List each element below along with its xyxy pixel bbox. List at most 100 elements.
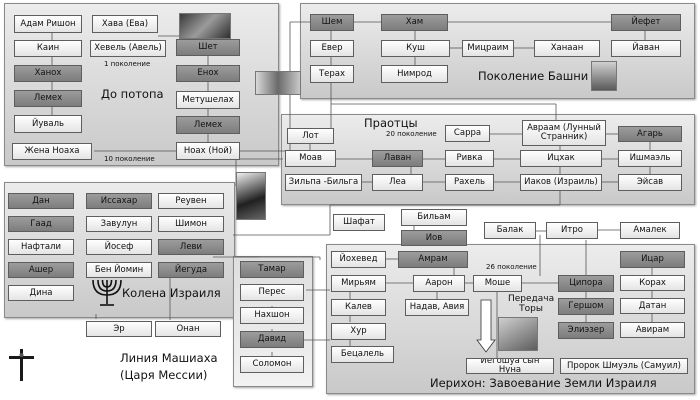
node-itro: Итро bbox=[546, 222, 598, 239]
node-ishmael: Ишмаэль bbox=[618, 150, 682, 167]
menorah-icon bbox=[92, 279, 122, 306]
node-yohoved: Йохевед bbox=[331, 251, 386, 268]
node-balak: Балак bbox=[484, 222, 536, 239]
node-nimrod: Нимрод bbox=[381, 65, 448, 83]
title-messiah-line: Линия Машиаха (Царя Мессии) bbox=[120, 351, 218, 383]
node-agar: Агарь bbox=[618, 126, 682, 142]
node-shmuel: Пророк Шмуэль (Самуил) bbox=[560, 358, 688, 374]
node-tamar: Тамар bbox=[240, 261, 304, 278]
node-kalev: Калев bbox=[331, 299, 386, 316]
node-mitzraim: Мицраим bbox=[462, 40, 514, 57]
node-issahar: Иссахар bbox=[86, 193, 152, 209]
node-reuven: Реувен bbox=[158, 193, 224, 209]
node-aaron: Аарон bbox=[413, 275, 465, 292]
node-gaad: Гаад bbox=[8, 216, 74, 232]
node-lemeh-kain: Лемех bbox=[14, 90, 82, 107]
node-shafat: Шафат bbox=[333, 214, 385, 231]
node-bilam: Бильам bbox=[401, 209, 467, 226]
node-itzar: Ицар bbox=[620, 251, 685, 268]
node-yuval: Йуваль bbox=[14, 115, 82, 133]
note-torah: Передача Торы bbox=[508, 294, 555, 314]
node-iov: Иов bbox=[401, 230, 467, 246]
node-adam: Адам Ришон bbox=[14, 15, 82, 33]
node-hanoh: Ханох bbox=[14, 65, 82, 82]
node-dan: Дан bbox=[8, 193, 74, 209]
node-kain: Каин bbox=[14, 40, 82, 57]
title-patriarchs: Праотцы bbox=[364, 116, 418, 130]
node-asher: Ашер bbox=[8, 262, 74, 278]
node-levi: Леви bbox=[158, 239, 224, 255]
jacob-image bbox=[236, 172, 266, 220]
node-itzhak: Ицхак bbox=[520, 150, 602, 167]
node-moshe: Моше bbox=[473, 275, 522, 292]
node-lea: Леа bbox=[372, 174, 423, 191]
note-gen1: 1 поколение bbox=[104, 60, 151, 68]
node-esav: Эйсав bbox=[618, 174, 682, 191]
node-sarra: Сарра bbox=[445, 125, 490, 142]
note-gen26: 26 поколение bbox=[486, 263, 537, 271]
node-yakov: Иаков (Израиль) bbox=[520, 174, 602, 191]
node-yavan: Йаван bbox=[611, 40, 681, 57]
node-rahel: Рахель bbox=[445, 174, 494, 191]
node-hanaan: Ханаан bbox=[534, 40, 600, 57]
node-yefet: Йефет bbox=[611, 14, 681, 31]
node-yehoshua: Йегошуа сын Нуна bbox=[466, 358, 554, 374]
node-hevel: Хевель (Авель) bbox=[90, 40, 166, 57]
node-metushelah: Метушелах bbox=[176, 91, 240, 109]
node-peres: Перес bbox=[240, 284, 304, 301]
node-hava: Хава (Ева) bbox=[92, 15, 158, 33]
node-nadav: Надав, Авия bbox=[405, 299, 469, 316]
node-rivka: Ривка bbox=[445, 150, 494, 167]
title-tower-generation: Поколение Башни bbox=[478, 69, 589, 83]
title-jericho: Иерихон: Завоевание Земли Израиля bbox=[430, 376, 657, 390]
node-er: Эр bbox=[86, 321, 152, 337]
node-noah: Ноах (Ной) bbox=[176, 142, 240, 160]
node-nahshon: Нахшон bbox=[240, 307, 304, 324]
tablets-image bbox=[498, 317, 538, 351]
node-hur: Хур bbox=[331, 323, 386, 340]
node-zavulun: Завулун bbox=[86, 216, 152, 232]
node-datan: Датан bbox=[620, 298, 685, 314]
node-korah: Корах bbox=[620, 275, 685, 291]
node-ham: Хам bbox=[381, 14, 448, 31]
node-miryam: Мирьям bbox=[331, 275, 386, 292]
node-shimon: Шимон bbox=[158, 216, 224, 232]
node-enoh: Енох bbox=[176, 65, 240, 82]
node-dina: Дина bbox=[8, 285, 74, 301]
node-terah: Терах bbox=[310, 65, 354, 83]
node-elieser: Элиэзер bbox=[558, 322, 614, 339]
node-zilpa: Зильпа -Бильга bbox=[285, 174, 362, 191]
node-david: Давид bbox=[240, 331, 304, 348]
node-betzalel: Бецалель bbox=[331, 346, 394, 363]
node-aviram: Авирам bbox=[620, 322, 685, 338]
node-noah-wife: Жена Ноаха bbox=[12, 143, 92, 160]
node-amram: Амрам bbox=[398, 251, 468, 268]
title-tribes: Колена Израиля bbox=[122, 286, 221, 300]
node-tsipora: Ципора bbox=[558, 275, 614, 292]
node-ben-yomin: Бен Йомин bbox=[86, 262, 152, 278]
node-moav: Моав bbox=[285, 150, 336, 167]
node-lemeh-shet: Лемех bbox=[176, 116, 240, 134]
crucifix-icon bbox=[9, 349, 34, 381]
node-yehuda: Йегуда bbox=[158, 262, 224, 278]
ark-image bbox=[255, 71, 301, 95]
node-lavan: Лаван bbox=[372, 150, 423, 167]
node-gershom: Гершом bbox=[558, 298, 614, 315]
adam-painting-image bbox=[179, 13, 231, 39]
node-shet: Шет bbox=[176, 39, 240, 56]
tower-babel-image bbox=[591, 61, 617, 91]
node-lot: Лот bbox=[287, 128, 334, 144]
node-kush: Куш bbox=[381, 40, 450, 57]
node-naftali: Нафтали bbox=[8, 239, 74, 255]
node-shem: Шем bbox=[310, 14, 354, 31]
node-avraam: Авраам (Лунный Странник) bbox=[522, 120, 606, 146]
title-before-flood: До потопа bbox=[101, 87, 164, 101]
node-ever: Евер bbox=[310, 40, 354, 57]
node-yosef: Йосеф bbox=[86, 239, 152, 255]
note-gen20: 20 поколение bbox=[386, 130, 437, 138]
note-gen10: 10 поколение bbox=[104, 155, 155, 163]
node-solomon: Соломон bbox=[240, 356, 304, 373]
node-onan: Онан bbox=[155, 321, 221, 337]
node-amalek: Амалек bbox=[620, 222, 680, 239]
